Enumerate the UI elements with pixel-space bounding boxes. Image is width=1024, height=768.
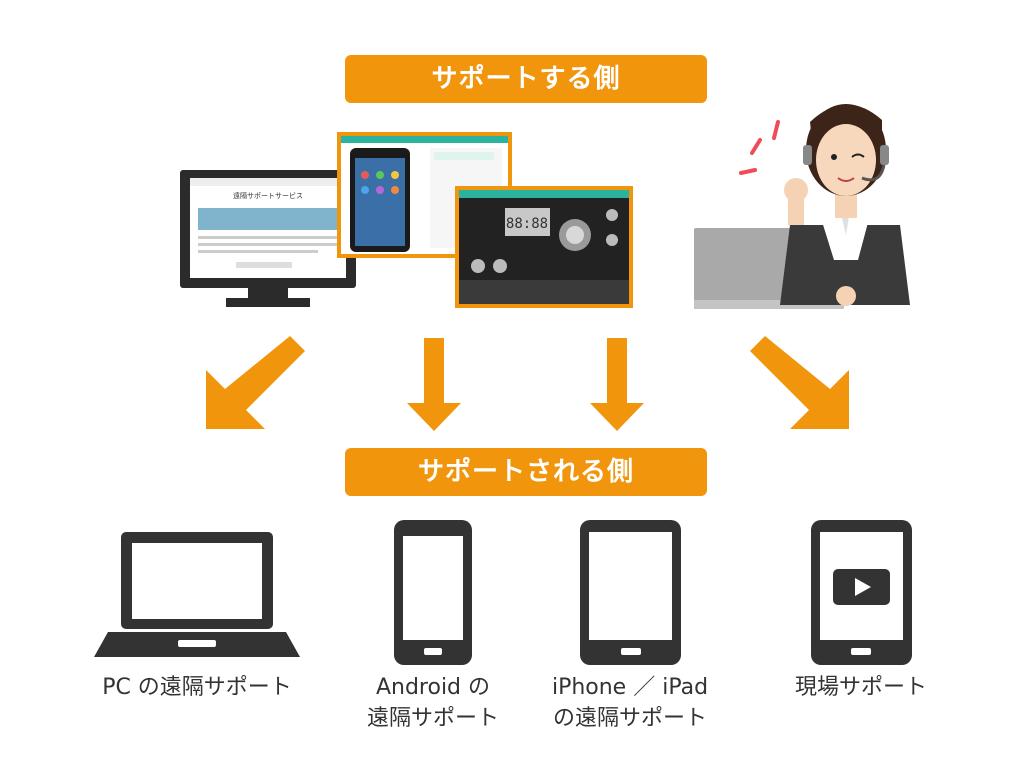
arrow-down-icon	[407, 338, 461, 431]
desktop-monitor-icon: 遠隔サポートサービス	[180, 170, 356, 307]
monitor-screen-title: 遠隔サポートサービス	[233, 191, 303, 200]
supported-side-label: サポートされる側	[345, 448, 707, 496]
caption-pc: PC の遠隔サポート	[62, 672, 332, 703]
caption-android-line2: 遠隔サポート	[366, 706, 499, 731]
video-tablet-icon	[811, 520, 912, 665]
caption-field: 現場サポート	[746, 672, 976, 703]
caption-pc-line1: PC の遠隔サポート	[102, 675, 292, 700]
caption-ios-line2: の遠隔サポート	[552, 706, 707, 731]
arrow-down-icon	[590, 338, 644, 431]
arrow-down-right-icon	[750, 336, 849, 429]
caption-ios-line1: iPhone ／ iPad	[551, 675, 709, 700]
caption-android: Android の 遠隔サポート	[318, 672, 548, 734]
remote-device-screen-window: 88:88	[455, 186, 633, 308]
smartphone-icon	[394, 520, 472, 665]
remote-panel-readout: 88:88	[506, 216, 548, 232]
tablet-icon	[580, 520, 681, 665]
laptop-icon	[94, 532, 300, 657]
operator-illustration	[694, 104, 910, 309]
arrow-down-left-icon	[206, 336, 305, 429]
caption-field-line1: 現場サポート	[794, 675, 927, 700]
caption-android-line1: Android の	[375, 675, 491, 700]
caption-ios: iPhone ／ iPad の遠隔サポート	[515, 672, 745, 734]
supporter-side-label: サポートする側	[345, 55, 707, 103]
